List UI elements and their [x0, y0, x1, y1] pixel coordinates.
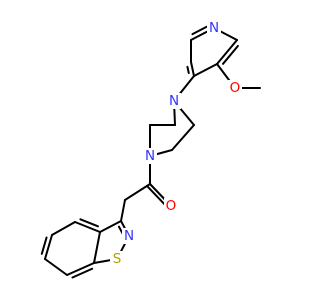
atom-label-piperazine-n-bottom: N — [145, 148, 155, 164]
bond-ch2-c3 — [120, 199, 126, 222]
bond-double-pyC3-pyC2 — [222, 44, 239, 65]
atom-piperazine-nitrogen-bottom: N — [143, 148, 157, 164]
bond-pipA-pipB — [171, 124, 195, 151]
bond-c7a-c3a — [93, 231, 101, 264]
bond-double-pyC5-pyC4 — [186, 65, 190, 75]
atom-label-piperazine-n-top: N — [169, 93, 179, 109]
atom-label-carbonyl-o: O — [166, 198, 177, 214]
atom-isothiazole-sulfur: S — [110, 251, 124, 267]
bond-double-c3a-b4 — [79, 218, 99, 228]
bond-pyC4-pyC3 — [193, 63, 218, 77]
bond-b5-b6 — [44, 234, 53, 260]
bond-double-pyN-pyC6 — [191, 24, 210, 36]
bond-pyC3-pyC2 — [216, 39, 238, 65]
atom-label-isothiazole-s: S — [113, 251, 122, 267]
bond-b7-c7a — [66, 262, 95, 276]
atom-label-methoxy-o: O — [230, 80, 241, 96]
bond-coC-ch2 — [124, 183, 151, 201]
atom-carbonyl-oxygen: O — [164, 198, 178, 214]
bond-lines — [40, 24, 261, 279]
chemical-structure-diagram: N O N N O N S — [40, 20, 261, 279]
atom-piperazine-nitrogen-top: N — [167, 93, 181, 109]
bond-c3a-b4 — [74, 221, 101, 233]
atom-pyridine-nitrogen: N — [207, 20, 221, 36]
atom-label-pyridine-n: N — [209, 20, 219, 36]
bond-pyC5-pyC4 — [190, 61, 195, 77]
bond-c3a-c3 — [99, 220, 122, 233]
bond-b6-b7 — [44, 258, 68, 276]
bond-double-b7-c7a — [71, 267, 94, 279]
bond-b4-b5 — [51, 221, 76, 236]
atom-label-isothiazole-n: N — [124, 228, 134, 244]
atom-methoxy-oxygen: O — [228, 80, 242, 96]
bond-double-b5-b6 — [40, 236, 48, 255]
atom-isothiazole-nitrogen: N — [122, 228, 136, 244]
